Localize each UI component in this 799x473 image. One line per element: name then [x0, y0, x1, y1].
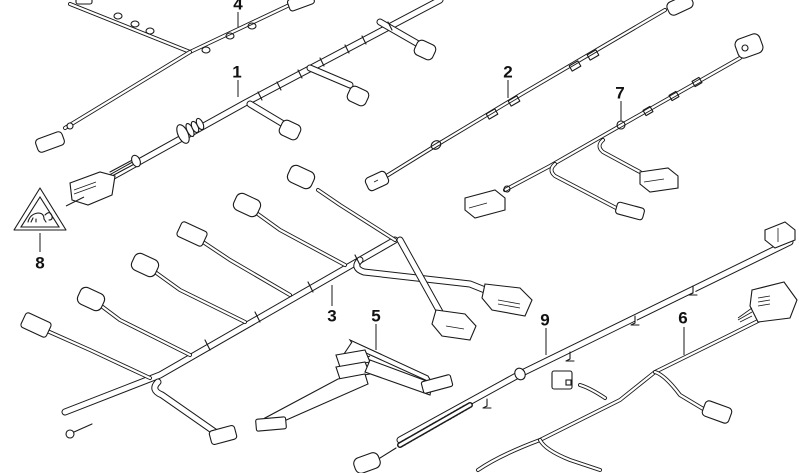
part-3-connector-5[interactable]: [231, 191, 262, 218]
part-2-connector-end-a[interactable]: [364, 170, 390, 192]
part-3-harness[interactable]: [20, 163, 533, 446]
part-3-connector-3[interactable]: [129, 251, 160, 278]
part-3-connector-2[interactable]: [75, 285, 106, 312]
part-8-warning-label[interactable]: [13, 187, 85, 252]
part-7-flat-connector-a[interactable]: [464, 189, 506, 219]
rodent-icon: [27, 212, 53, 223]
part-5-ribbon-cable[interactable]: [255, 338, 454, 432]
callout-1: 1: [232, 62, 242, 82]
part-1-connector-a[interactable]: [278, 119, 303, 142]
part-2-harness[interactable]: [364, 0, 695, 192]
part-9-mounting-studs: [482, 285, 698, 409]
callout-2: 2: [503, 62, 513, 82]
callout-6: 6: [678, 308, 688, 328]
part-6-connector-box[interactable]: [551, 370, 573, 390]
part-3-connector-7[interactable]: [208, 424, 238, 446]
part-3-connector-8-multipin[interactable]: [481, 283, 533, 317]
part-6-harness[interactable]: [476, 281, 798, 472]
part-3-connector-9[interactable]: [431, 309, 477, 341]
callout-9: 9: [540, 310, 550, 330]
callout-8: 8: [35, 253, 45, 273]
part-1-multipin-connector[interactable]: [69, 171, 116, 206]
part-9-connector-end-b[interactable]: [764, 221, 796, 249]
part-4-connector-small[interactable]: [34, 122, 74, 153]
part-1-connector-c[interactable]: [413, 39, 438, 62]
part-6-connector-large[interactable]: [737, 281, 798, 323]
part-2-connector-end-b[interactable]: [665, 0, 694, 17]
part-7-flat-connector-b[interactable]: [639, 167, 679, 193]
callout-3: 3: [327, 306, 337, 326]
part-7-flat-connector-c[interactable]: [615, 201, 645, 221]
callout-5: 5: [371, 306, 381, 326]
part-9-connector-end-a[interactable]: [352, 447, 397, 473]
part-1-harness[interactable]: [69, 0, 444, 206]
part-3-connector-6[interactable]: [285, 163, 316, 190]
part-5-connector-a[interactable]: [255, 416, 287, 432]
part-6-connector-small[interactable]: [701, 400, 733, 425]
part-5-connector-b[interactable]: [420, 374, 454, 394]
callout-4: 4: [233, 0, 243, 14]
part-3-connector-4[interactable]: [176, 221, 208, 247]
part-1-connector-b[interactable]: [346, 85, 371, 108]
part-7-harness[interactable]: [464, 32, 765, 221]
part-9-harness[interactable]: [352, 221, 796, 473]
part-7-connector-round[interactable]: [733, 32, 764, 60]
part-4-harness[interactable]: [34, 0, 315, 153]
part-3-connector-1[interactable]: [20, 312, 52, 338]
part-3-ring-terminal[interactable]: [65, 423, 93, 439]
callout-7: 7: [615, 83, 625, 103]
part-1-grommet: [176, 117, 205, 144]
